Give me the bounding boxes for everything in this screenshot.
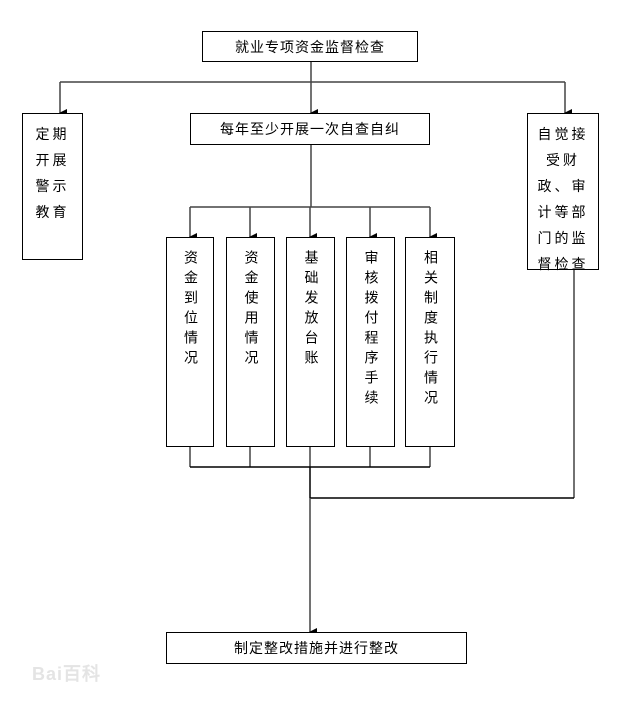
right-box: 自觉接 受财 政、审 计等部 门的监 督检查 [527,113,599,273]
left-box-text: 定期 开展 警示 教育 [35,127,70,221]
center-box: 每年至少开展一次自查自纠 [190,113,430,145]
sub-item-1: 资金到位情况 [166,237,214,447]
sub-item-label: 资金使用情况 [242,250,259,370]
sub-item-label: 资金到位情况 [182,250,198,370]
title-text: 就业专项资金监督检查 [235,39,385,56]
sub-item-label: 审核拨付程序手续 [362,250,379,410]
sub-item-2: 资金使用情况 [226,237,275,447]
sub-item-4: 审核拨付程序手续 [346,237,395,447]
sub-item-5: 相关制度执行情况 [405,237,455,447]
sub-item-label: 基础发放台账 [302,250,319,370]
sub-item-label: 相关制度执行情况 [422,250,438,410]
center-box-text: 每年至少开展一次自查自纠 [220,122,400,138]
title-box: 就业专项资金监督检查 [202,31,418,62]
sub-item-3: 基础发放台账 [286,237,335,447]
right-box-text: 自觉接 受财 政、审 计等部 门的监 督检查 [537,127,589,273]
baidu-watermark: Bai百科 [32,664,102,684]
result-box: 制定整改措施并进行整改 [166,632,467,664]
result-box-text: 制定整改措施并进行整改 [234,641,399,657]
left-box: 定期 开展 警示 教育 [22,113,83,260]
